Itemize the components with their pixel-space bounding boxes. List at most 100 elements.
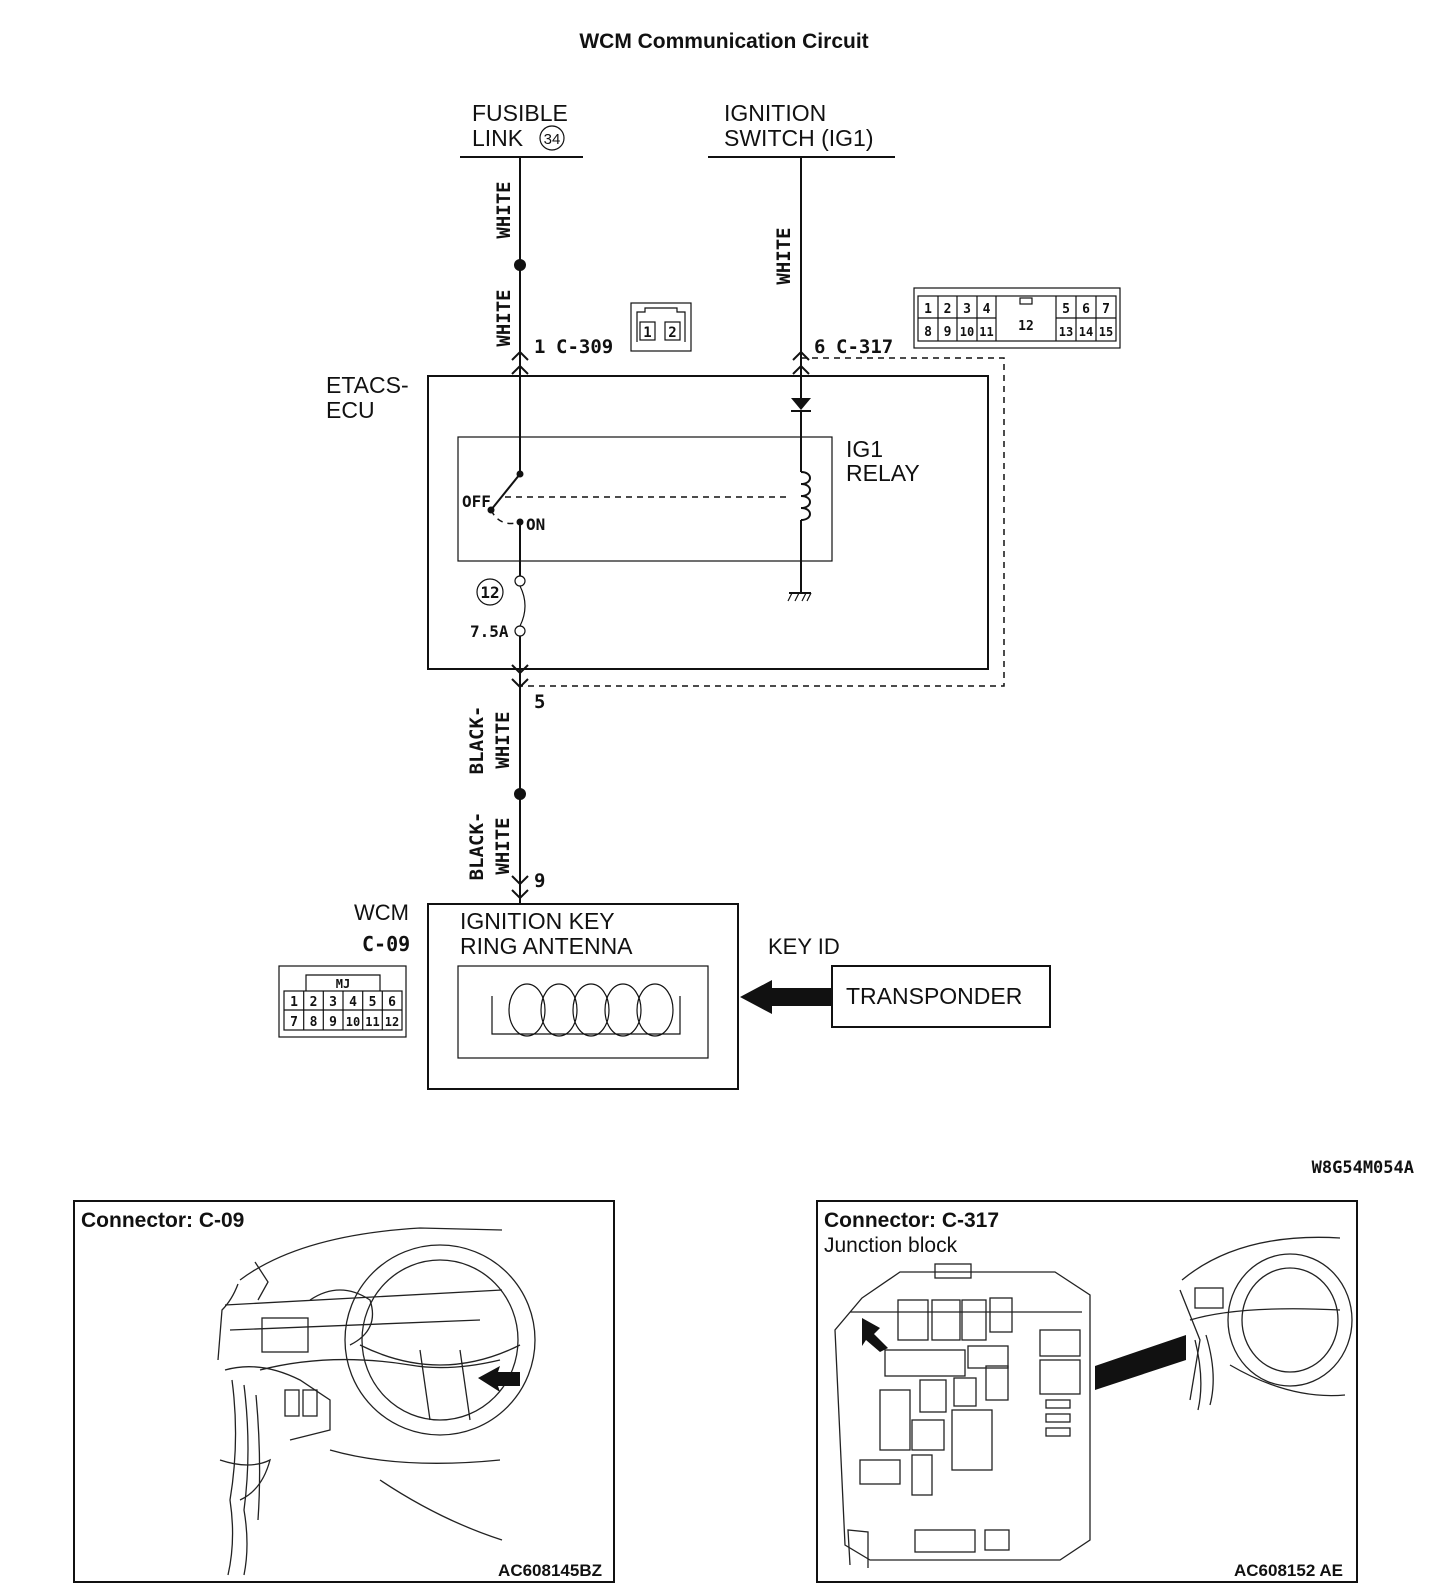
svg-text:IGNITION: IGNITION [724,100,826,126]
wire-fusible-to-etacs: WHITE WHITE [493,157,526,355]
svg-text:7: 7 [1102,302,1110,317]
svg-text:12: 12 [385,1015,399,1029]
diagram-code: W8G54M054A [1312,1158,1414,1178]
svg-text:2: 2 [310,995,318,1010]
transponder-label: TRANSPONDER [846,983,1022,1009]
transponder: TRANSPONDER [831,965,1051,1028]
panel-c317-subtitle: Junction block [824,1234,958,1257]
svg-text:WHITE: WHITE [492,817,514,874]
switch-on-label: ON [526,515,545,534]
svg-text:8: 8 [924,325,932,340]
svg-text:SWITCH (IG1): SWITCH (IG1) [724,125,874,151]
connector-c317-terminal: 6 C-317 [792,336,893,376]
svg-text:11: 11 [365,1015,379,1029]
junction-block-illustration [834,1236,1353,1568]
antenna-coil-icon [508,983,674,1037]
svg-text:3: 3 [963,302,971,317]
wcm-connector-label: C-09 [362,932,410,956]
svg-text:8: 8 [310,1015,318,1030]
svg-text:BLACK-: BLACK- [466,706,488,775]
etacs-ecu: ETACS- ECU [326,357,1005,687]
dashboard-steering-illustration [217,1227,536,1576]
svg-text:9: 9 [534,870,545,892]
svg-text:WHITE: WHITE [492,711,514,768]
svg-text:1: 1 [924,302,932,317]
svg-text:BLACK-: BLACK- [466,812,488,881]
svg-text:5: 5 [534,691,545,713]
wcm-label: WCM [354,900,409,925]
svg-text:4: 4 [349,995,357,1010]
page-title: WCM Communication Circuit [579,30,868,53]
wire-ignition-to-etacs: WHITE [773,157,802,355]
callout-wedge [1095,1335,1186,1390]
connector-c317-pinout: 1 2 3 4 5 6 7 8 9 10 11 12 13 14 15 [913,287,1121,349]
fusible-link-number-circle [539,125,565,151]
svg-text:15: 15 [1099,325,1113,339]
svg-text:MJ: MJ [336,977,350,991]
svg-text:12: 12 [480,583,499,602]
arrow-left-icon [478,1366,520,1392]
relay-coil-circuit [787,376,812,602]
svg-text:5: 5 [1062,302,1070,317]
svg-text:9: 9 [944,325,952,340]
svg-text:1: 1 [290,995,298,1010]
svg-text:7: 7 [290,1015,298,1030]
panel-connector-c317: Connector: C-317 Junction block AC608152… [816,1200,1358,1583]
svg-text:FUSIBLE: FUSIBLE [472,100,568,126]
svg-text:6: 6 [1082,302,1090,317]
fuse-12: 12 7.5A [470,575,526,669]
panel-c317-title: Connector: C-317 [824,1209,999,1232]
switch-off-label: OFF [462,492,491,511]
svg-text:C-317: C-317 [836,336,893,358]
panel-c09-title: Connector: C-09 [81,1209,244,1232]
etacs-label-line2: ECU [326,397,375,423]
splice-dot-bottom [514,788,526,800]
svg-text:6: 6 [388,995,396,1010]
svg-text:13: 13 [1059,325,1073,339]
svg-text:9: 9 [329,1015,337,1030]
svg-text:6: 6 [814,336,825,358]
svg-text:4: 4 [983,302,991,317]
svg-text:IGNITION KEY: IGNITION KEY [460,908,615,934]
panel-c09-code: AC608145BZ [498,1561,602,1580]
svg-text:5: 5 [369,995,377,1010]
connector-c309-terminal: 1 C-309 [511,336,613,376]
etacs-label-line1: ETACS- [326,372,409,398]
etacs-output-terminal: 5 [511,664,545,713]
arrow-down-right-icon [862,1318,888,1352]
svg-text:3: 3 [329,995,337,1010]
ignition-switch-label: IGNITION SWITCH (IG1) [708,100,895,158]
svg-text:14: 14 [1079,325,1093,339]
wcm-module: WCM C-09 IGNITION KEY RING ANTENNA [354,900,739,1090]
key-id-label: KEY ID [768,934,840,959]
panel-c317-code: AC608152 AE [1234,1561,1343,1580]
svg-text:C-309: C-309 [556,336,613,358]
coil-icon [800,471,811,521]
svg-text:LINK: LINK [472,125,524,151]
ground-icon [787,592,812,602]
svg-text:WHITE: WHITE [493,181,515,238]
diode-icon [791,398,811,410]
svg-text:RELAY: RELAY [846,460,920,486]
svg-text:IG1: IG1 [846,436,883,462]
connector-c09-pinout: MJ 1 2 3 4 5 6 7 8 9 10 11 12 [278,965,407,1038]
splice-dot-top [514,259,526,271]
svg-text:2: 2 [668,325,676,341]
svg-text:10: 10 [960,325,974,339]
connector-c309-pinout: 1 2 [630,302,692,352]
arrow-left-icon [740,980,832,1014]
svg-text:WHITE: WHITE [493,289,515,346]
key-id-signal: KEY ID [740,934,840,1014]
relay-switch: OFF ON [462,376,790,576]
svg-text:34: 34 [544,131,561,148]
svg-text:2: 2 [944,302,952,317]
svg-text:12: 12 [1018,319,1034,334]
svg-text:WHITE: WHITE [773,227,795,284]
ig1-relay: IG1 RELAY [457,436,920,562]
wire-etacs-to-wcm: BLACK- WHITE BLACK- WHITE [466,669,526,890]
svg-text:RING ANTENNA: RING ANTENNA [460,933,633,959]
wcm-input-terminal: 9 [511,870,545,904]
svg-text:1: 1 [643,325,651,341]
svg-text:10: 10 [346,1015,360,1029]
